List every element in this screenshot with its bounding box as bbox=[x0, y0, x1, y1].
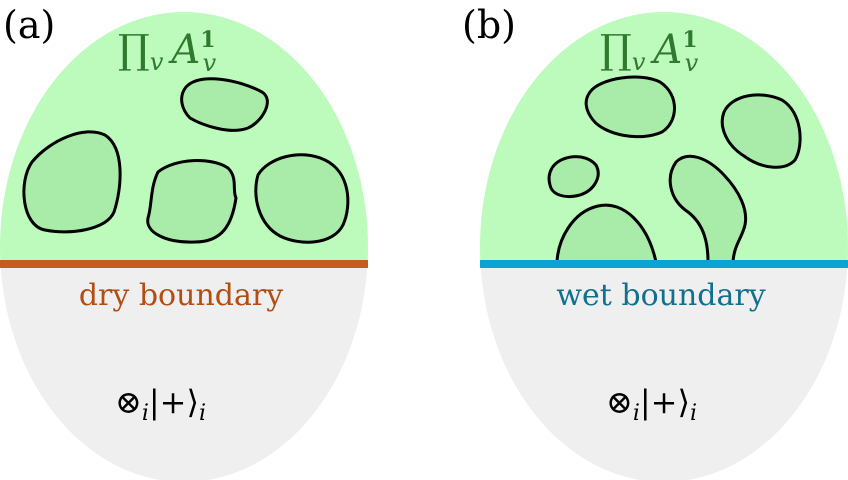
operator-subscript: v bbox=[685, 49, 699, 77]
tensor-subscript: i bbox=[633, 401, 640, 426]
ket-subscript: i bbox=[199, 401, 206, 426]
blob bbox=[584, 75, 676, 139]
operator-subscript: v bbox=[203, 49, 217, 77]
blob bbox=[146, 159, 238, 244]
operator-A: A bbox=[167, 27, 200, 73]
blob bbox=[22, 130, 122, 234]
dry-boundary-label: dry boundary bbox=[79, 278, 283, 313]
tensor-symbol: ⊗ bbox=[606, 383, 633, 421]
blob bbox=[254, 153, 350, 244]
panel-a-label: (a) bbox=[3, 3, 55, 47]
wet-boundary-label: wet boundary bbox=[556, 278, 765, 313]
operator-superscript: 1 bbox=[200, 27, 215, 53]
product-symbol: ∏ bbox=[600, 27, 632, 73]
ket-plus: |+⟩ bbox=[149, 383, 199, 421]
panel-b-label: (b) bbox=[462, 3, 516, 47]
operator-superscript: 1 bbox=[682, 27, 697, 53]
tensor-symbol: ⊗ bbox=[115, 383, 142, 421]
blob bbox=[547, 155, 600, 199]
blob bbox=[180, 77, 269, 132]
blob-touching-boundary bbox=[555, 203, 658, 264]
product-subscript: v bbox=[150, 48, 164, 76]
panel-b-blobs bbox=[547, 75, 802, 264]
panel-a-blobs bbox=[22, 77, 350, 244]
ket-plus: |+⟩ bbox=[640, 383, 690, 421]
blob-touching-boundary bbox=[668, 154, 748, 264]
panel-b-bottom-label: ⊗i|+⟩i bbox=[606, 383, 697, 426]
product-symbol: ∏ bbox=[118, 27, 150, 73]
tensor-subscript: i bbox=[142, 401, 149, 426]
ket-subscript: i bbox=[690, 401, 697, 426]
blob bbox=[720, 93, 802, 169]
product-subscript: v bbox=[632, 48, 646, 76]
operator-A: A bbox=[649, 27, 682, 73]
panel-a-bottom-label: ⊗i|+⟩i bbox=[115, 383, 206, 426]
